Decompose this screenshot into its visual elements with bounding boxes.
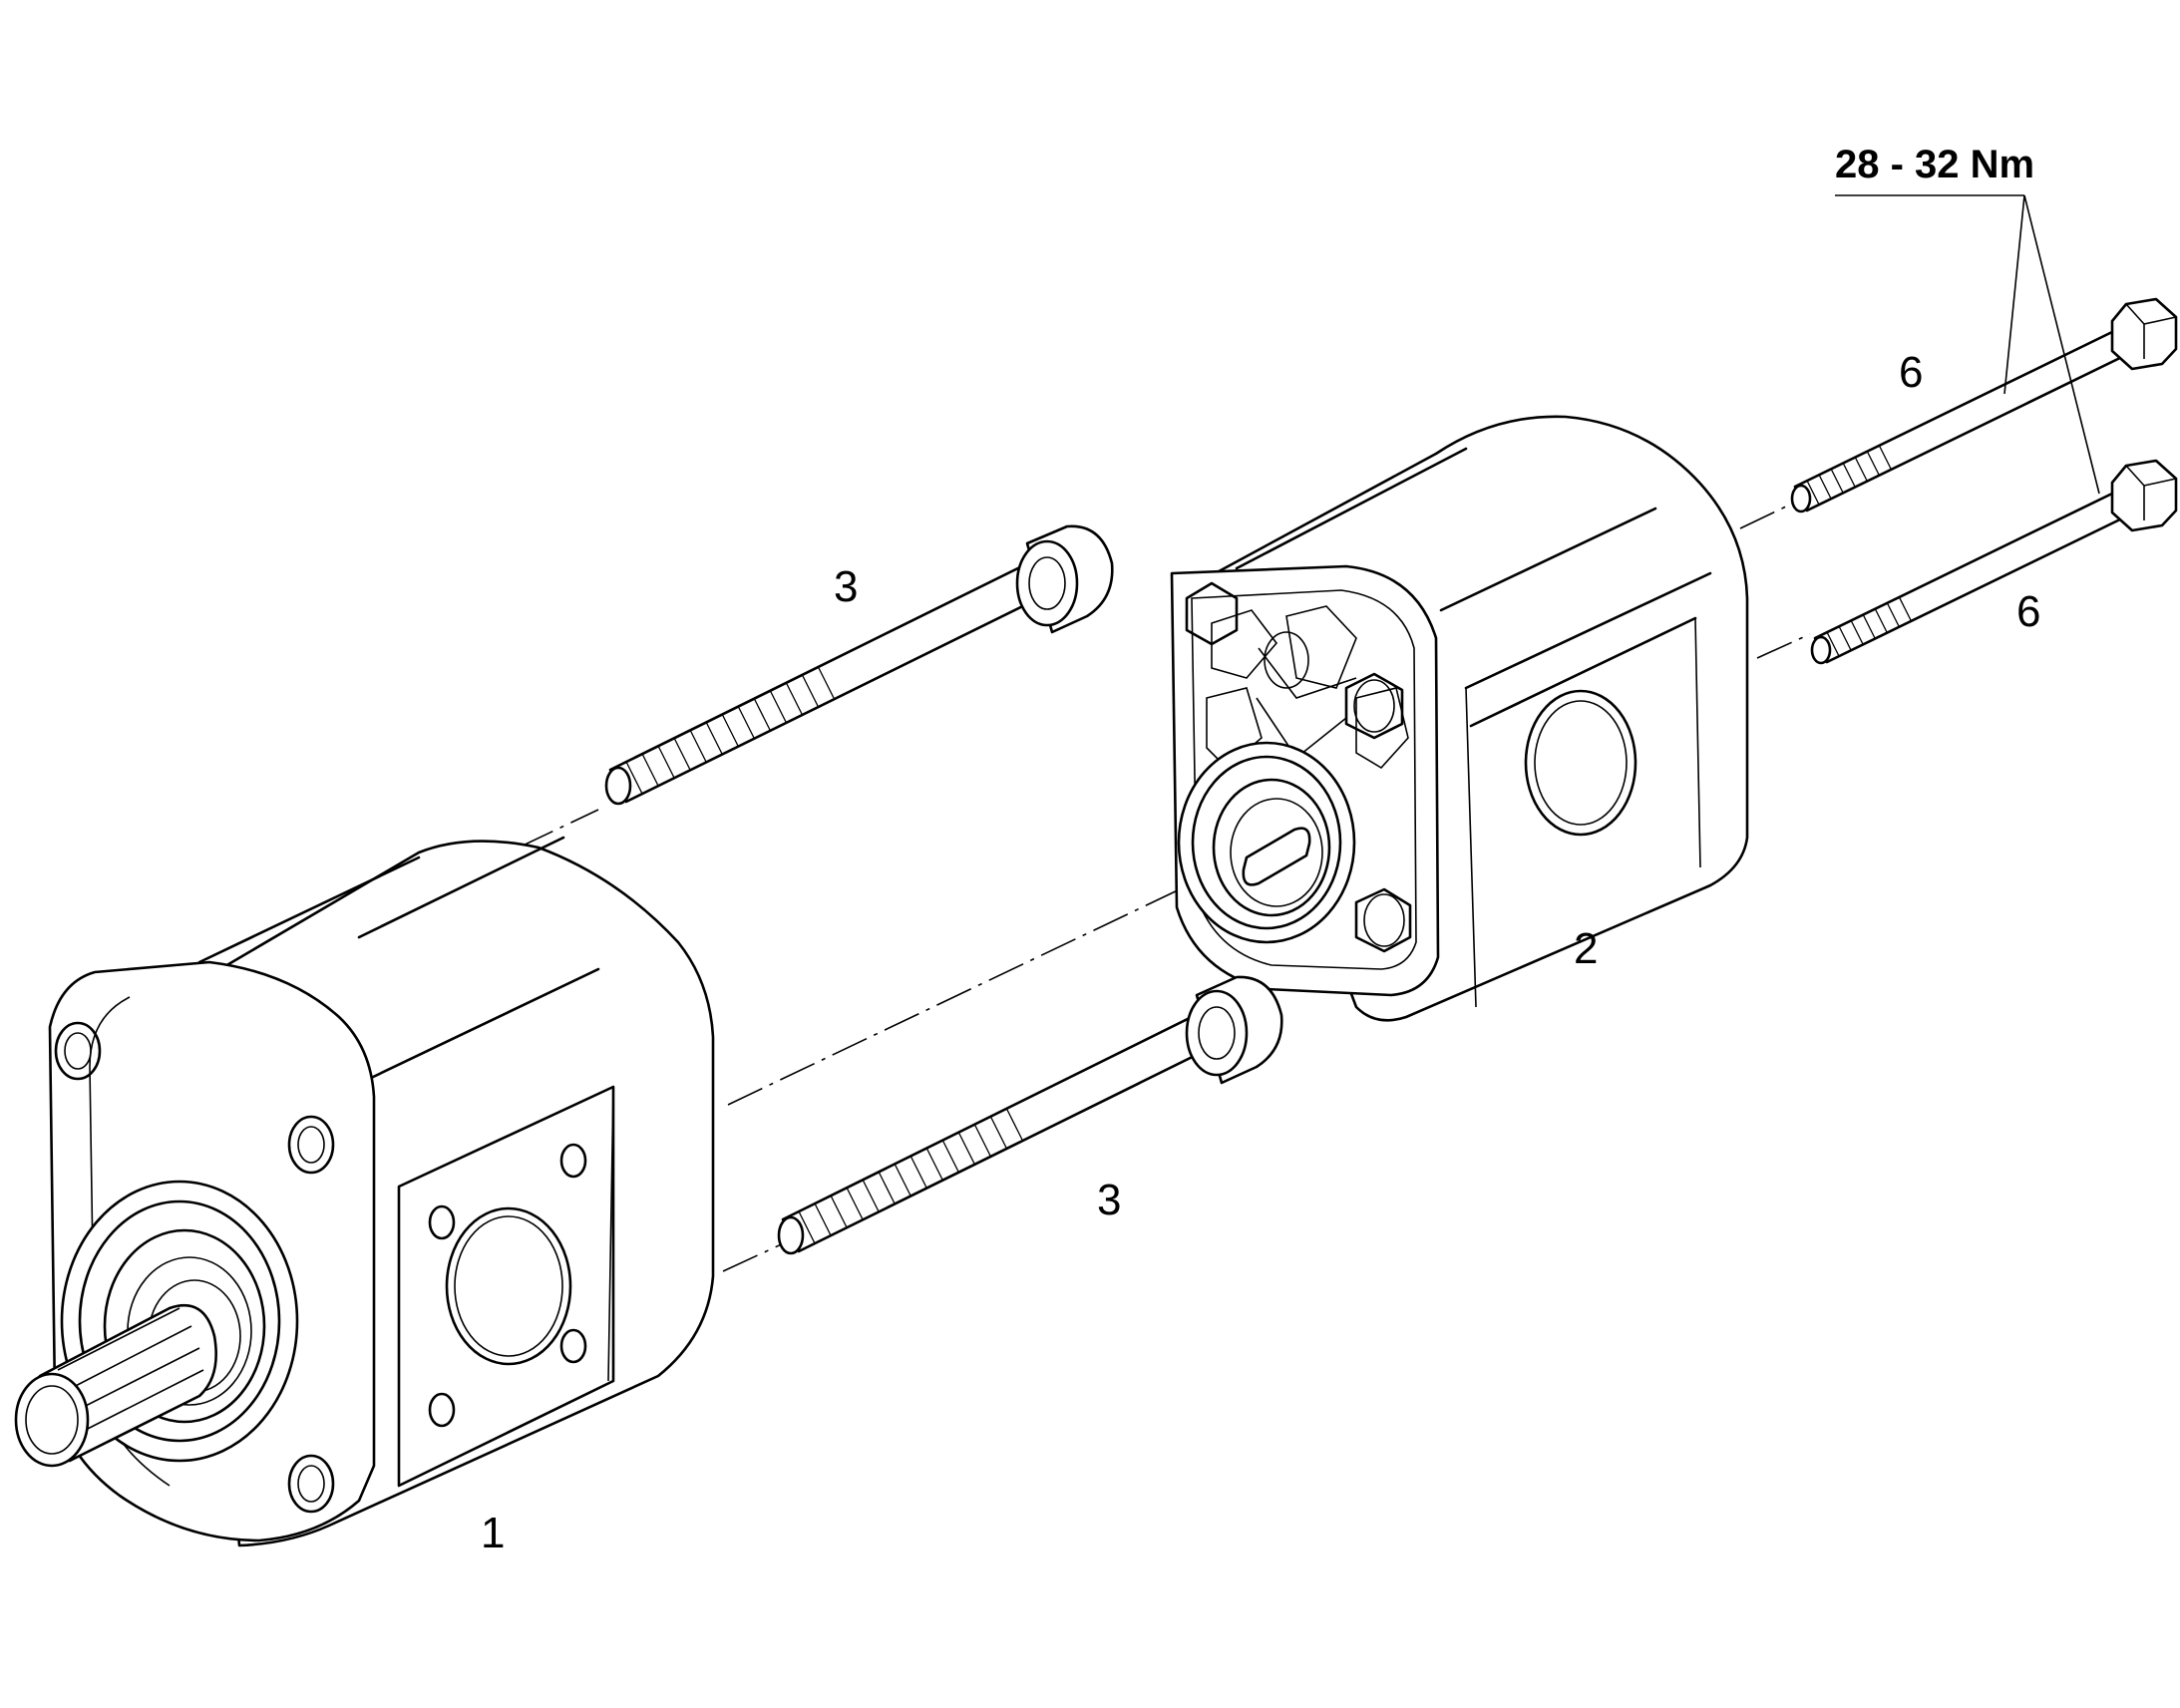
label-part-2: 2 xyxy=(1574,924,1598,973)
label-bolt-6-upper: 6 xyxy=(1899,348,1923,397)
label-bolt-6-lower: 6 xyxy=(2016,587,2040,636)
label-bolt-3-lower: 3 xyxy=(1097,1176,1121,1224)
torque-spec-label: 28 - 32 Nm xyxy=(1835,143,2034,186)
bolt-6-lower xyxy=(1810,459,2178,665)
bolt-6-upper xyxy=(1790,297,2178,513)
label-part-1: 1 xyxy=(481,1509,505,1557)
pump-body-rear xyxy=(1170,415,1749,1022)
pump-body-front xyxy=(14,836,715,1547)
torque-leader-lines xyxy=(1835,194,2100,495)
bolt-3-lower xyxy=(777,975,1283,1255)
center-axes xyxy=(518,504,1811,1272)
bolt-3-upper xyxy=(604,524,1114,806)
label-bolt-3-upper: 3 xyxy=(834,562,858,611)
